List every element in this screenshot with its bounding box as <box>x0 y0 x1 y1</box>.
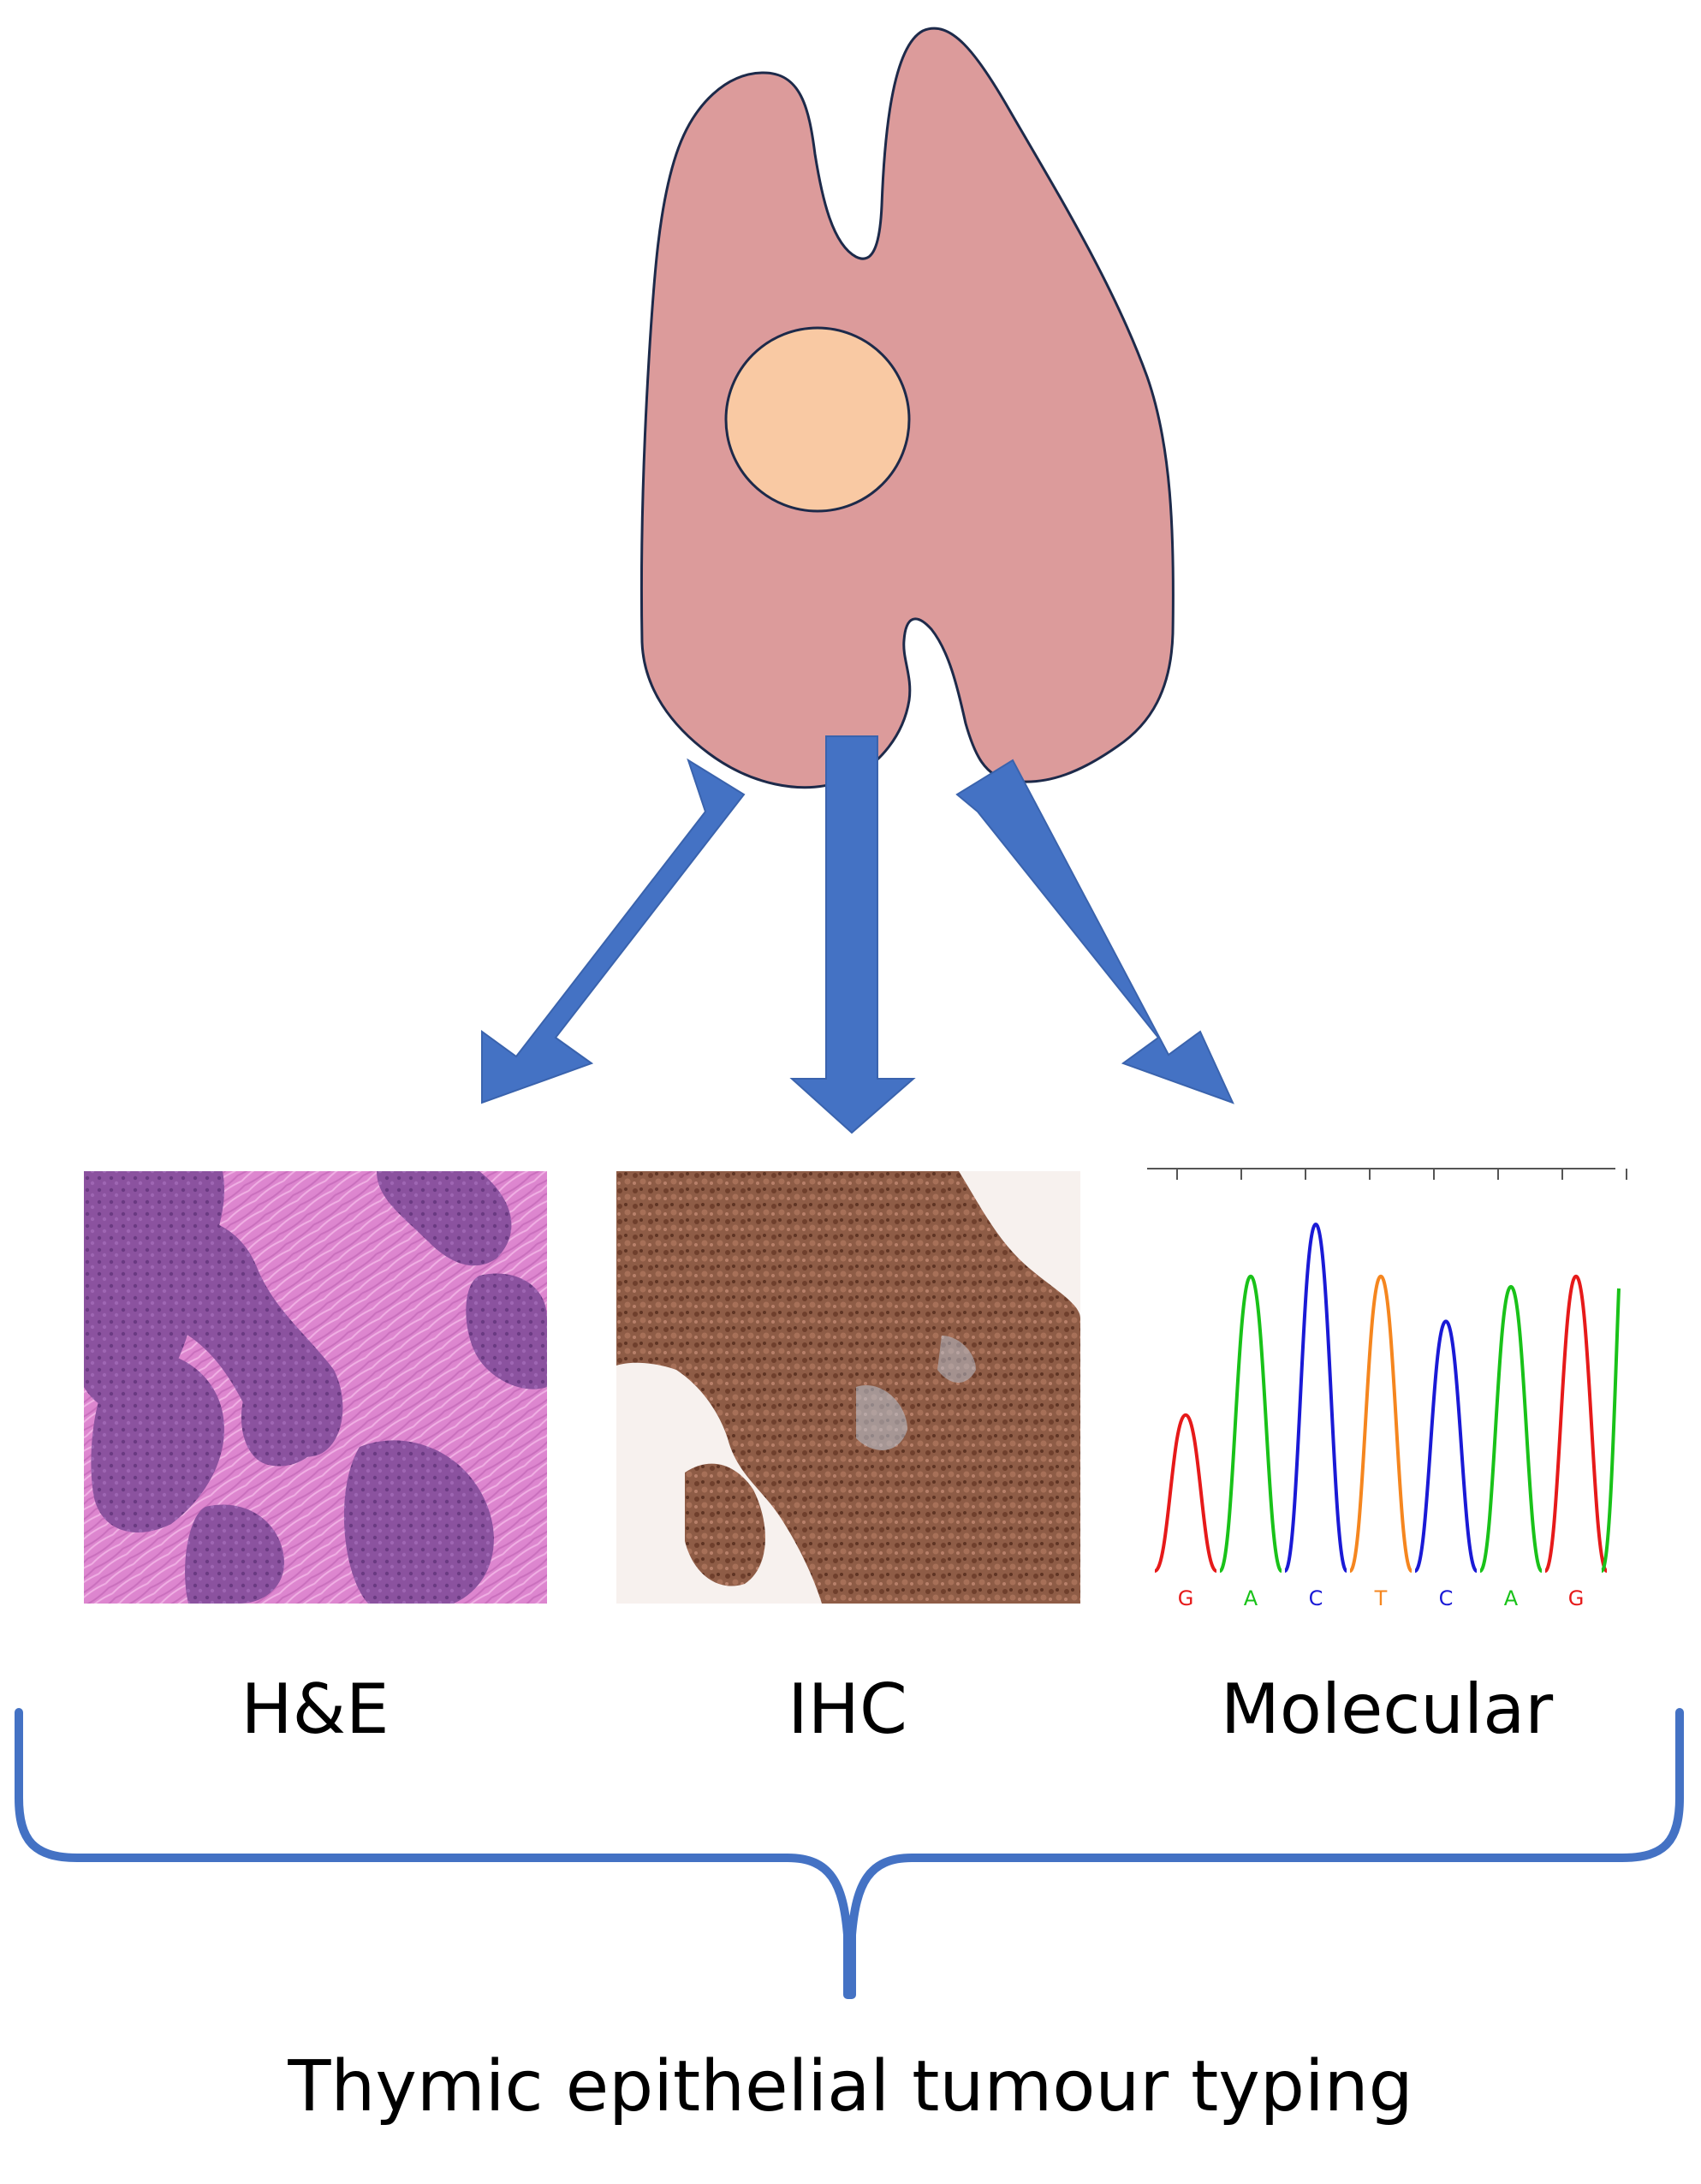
chromatogram-base-label: C <box>1439 1586 1454 1610</box>
bracket <box>15 1708 1684 1999</box>
chromatogram-peak-t <box>1348 1274 1413 1573</box>
chromatogram-base-label: A <box>1244 1586 1258 1610</box>
chromatogram-peak-a <box>1478 1284 1543 1573</box>
ihc-image <box>616 1171 1080 1604</box>
chromatogram-peak-g <box>1153 1413 1218 1573</box>
arrows <box>481 735 1234 1134</box>
tumour-circle <box>724 326 911 513</box>
arrow-left <box>481 758 746 1104</box>
chromatogram-peak-c <box>1413 1319 1478 1573</box>
ihc-label: IHC <box>788 1669 907 1749</box>
chromatogram-base-label: A <box>1504 1586 1519 1610</box>
arrow-right <box>955 759 1234 1104</box>
chromatogram-base-label: C <box>1309 1586 1323 1610</box>
chromatogram-peak-g <box>1543 1274 1609 1573</box>
chromatogram-peak-tail <box>1600 1288 1621 1573</box>
he-image <box>84 1171 547 1604</box>
he-label: H&E <box>241 1669 390 1749</box>
arrow-center <box>789 735 916 1134</box>
chromatogram-peak-a <box>1218 1274 1283 1573</box>
molecular-label: Molecular <box>1220 1669 1554 1749</box>
caption: Thymic epithelial tumour typing <box>288 2046 1413 2127</box>
chromatogram-base-label: G <box>1178 1586 1194 1610</box>
chromatogram-base-label: G <box>1568 1586 1585 1610</box>
chromatogram-base-label: T <box>1374 1586 1388 1610</box>
chromatogram-peak-c <box>1283 1222 1348 1573</box>
